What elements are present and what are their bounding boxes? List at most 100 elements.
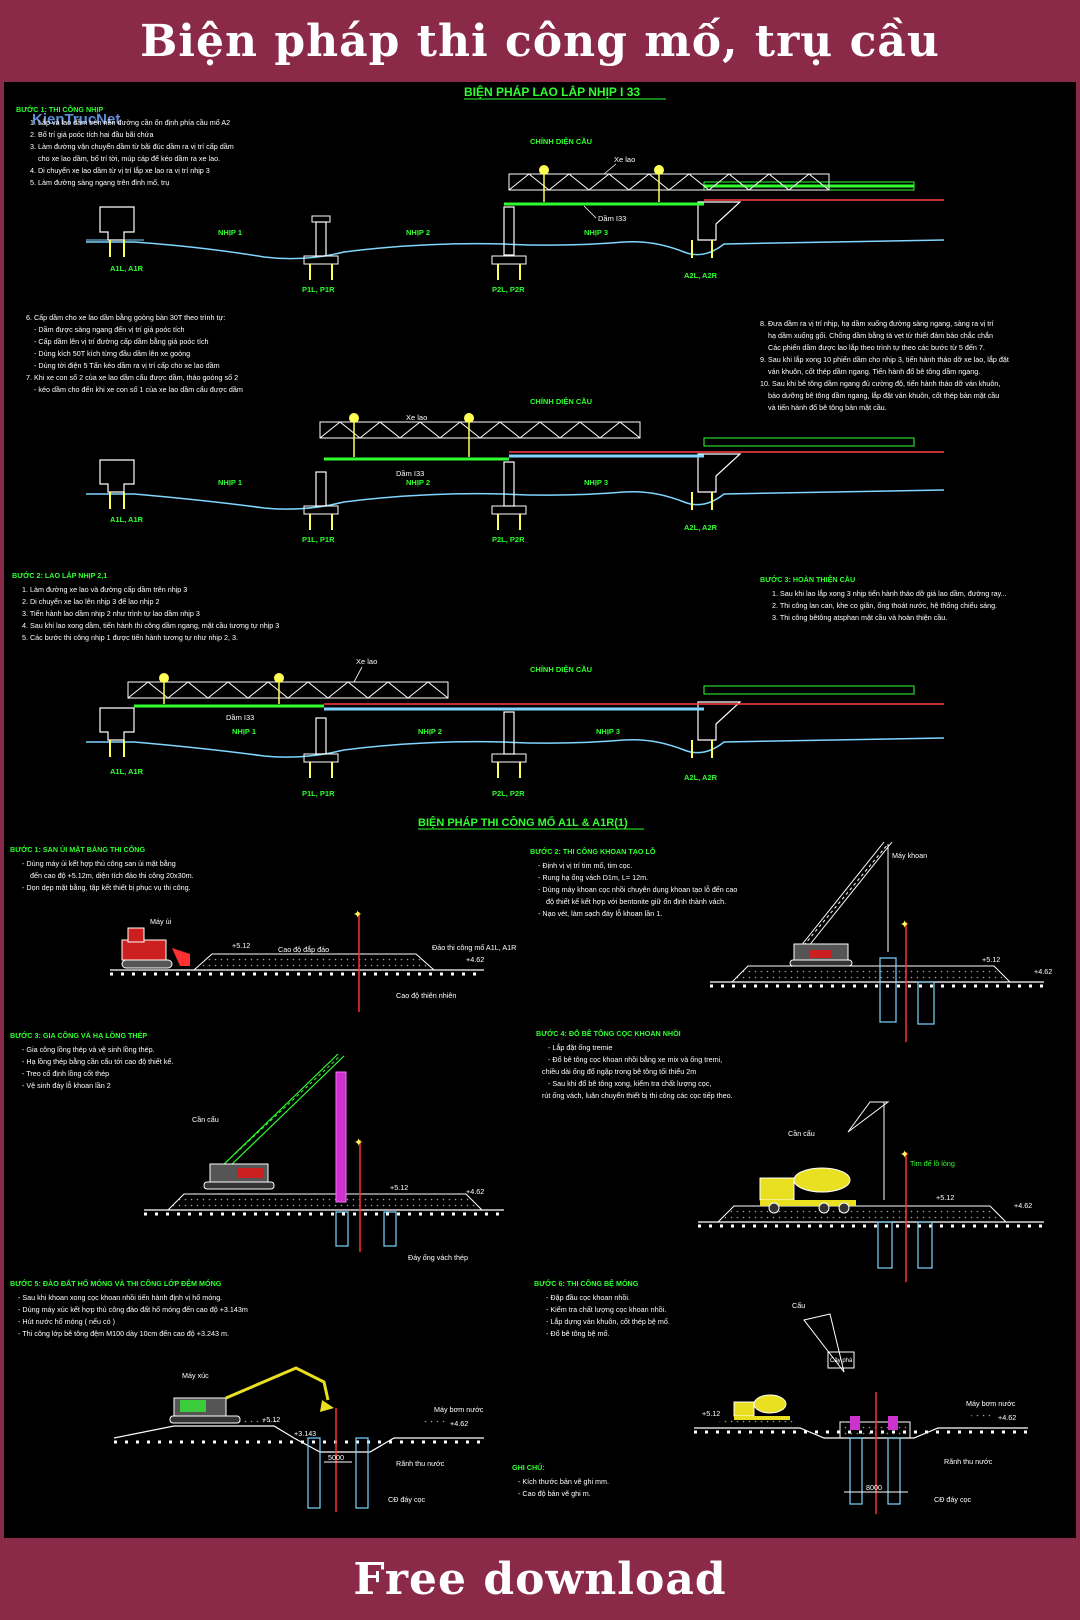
m2-heading: BƯỚC 2: THI CÔNG KHOAN TẠO LỖ [530, 847, 656, 856]
label-nhip3: NHỊP 3 [584, 478, 608, 487]
m6-line: - Đập đầu cọc khoan nhồi. [546, 1293, 630, 1302]
m1-el2: +4.62 [466, 955, 484, 964]
abutment-step-6: BƯỚC 6: THI CÔNG BỆ MÓNG - Đập đầu cọc k… [534, 1279, 1028, 1514]
m5-line: - Thi công lớp bê tông đệm M100 dày 10cm… [18, 1329, 229, 1338]
step1b-line: - kéo dầm cho đến khi xe con số 1 của xe… [34, 385, 243, 394]
m4-el2: +4.62 [1014, 1201, 1032, 1210]
label-dam: Dầm I33 [396, 469, 424, 478]
step2-line: 3. Tiến hành lao dầm nhịp 2 như trình tự… [22, 609, 200, 618]
m1-line: - Dùng máy ủi kết hợp thủ công san ủi mặ… [22, 859, 176, 868]
watermark: KienTrucNet [32, 111, 120, 128]
m2-line: - Định vị vị trí tim mố, tim cọc. [538, 861, 632, 870]
m3-day-ong: Đáy ống vách thép [408, 1253, 468, 1262]
m6-line: - Kiểm tra chất lượng cọc khoan nhồi. [546, 1305, 666, 1314]
step1-line: 4. Di chuyển xe lao dầm từ vị trí lắp xe… [30, 166, 210, 175]
elevation-label: CHÍNH DIỆN CẦU [530, 396, 592, 406]
note-line: - Kích thước bản vẽ ghi mm. [518, 1477, 609, 1486]
m3-line: - Hạ lồng thép bằng cần cẩu tới cao độ t… [22, 1057, 173, 1066]
label-nhip2: NHỊP 2 [418, 727, 442, 736]
label-nhip2: NHỊP 2 [406, 478, 430, 487]
label-p2: P2L, P2R [492, 535, 525, 544]
label-a1: A1L, A1R [110, 264, 144, 273]
step1b-line: 7. Khi xe con số 2 của xe lao dầm cẩu đư… [26, 373, 238, 382]
svg-text:✦: ✦ [900, 919, 909, 931]
step1b-line: 6. Cấp dầm cho xe lao dầm bằng goòng bàn… [26, 313, 225, 322]
m5-ranh: Rãnh thu nước [396, 1459, 445, 1468]
sheet-title: BIỆN PHÁP LAO LẮP NHỊP I 33 [464, 84, 640, 99]
step1-line: 2. Bố trí giá poóc tích hai đầu bãi chứa [30, 130, 153, 139]
bridge-elevation-1: CHÍNH DIỆN CẦU A1L, A1R P1L, P1R P2L, P2… [86, 136, 945, 294]
m4-can-cau: Cần cẩu [788, 1129, 815, 1138]
step1b-line: - Dùng tời điện 5 Tấn kéo dầm ra vị trí … [34, 361, 220, 370]
bridge-elevation-2: CHÍNH DIỆN CẦU A1L, A1R P1L, P1R P2L, P2… [86, 396, 945, 544]
m4-line: - Sau khi đổ bê tông xong, kiểm tra chất… [548, 1079, 711, 1088]
m5-line: - Hút nước hố móng ( nếu có ) [18, 1317, 115, 1326]
label-a1: A1L, A1R [110, 515, 144, 524]
label-nhip2: NHỊP 2 [406, 228, 430, 237]
label-nhip3: NHỊP 3 [584, 228, 608, 237]
m2-el1: +5.12 [982, 955, 1000, 964]
step1-line: 3. Làm đường vận chuyển dầm từ bãi đúc d… [30, 142, 234, 151]
m4-line: - Đổ bê tông cọc khoan nhồi bằng xe mix … [548, 1055, 722, 1064]
label-nhip1: NHỊP 1 [218, 228, 242, 237]
title-banner: Biện pháp thi công mố, trụ cầu [0, 0, 1080, 82]
note-heading: GHI CHÚ: [512, 1463, 545, 1472]
step1-line: 5. Làm đường sàng ngang trên đỉnh mố, tr… [30, 178, 169, 187]
m5-cd: CĐ đáy cọc [388, 1495, 426, 1504]
step2-line: 2. Di chuyển xe lao lên nhịp 3 để lao nh… [22, 597, 159, 606]
m2-line: - Dùng máy khoan cọc nhồi chuyên dụng kh… [538, 885, 737, 894]
m6-can-cau: Cẩu [792, 1301, 805, 1310]
m1-line: - Dọn dẹp mặt bằng, tập kết thiết bị phụ… [22, 883, 191, 892]
m4-el1: +5.12 [936, 1193, 954, 1202]
label-p2: P2L, P2R [492, 285, 525, 294]
step1-heading: BƯỚC 1: THI CÔNG NHỊP [16, 105, 103, 114]
m5-el3: +3.143 [294, 1429, 316, 1438]
step1-line: cho xe lao dầm, bố trí tời, múp cáp để k… [38, 154, 220, 163]
step1b-line: - Dùng kích 50T kích từng đầu dầm lên xe… [34, 349, 190, 358]
footer-banner: Free download [0, 1538, 1080, 1620]
step1c-line: Các phiến dầm được lao lắp theo trình tự… [768, 343, 985, 352]
m5-el1: +5.12 [262, 1415, 280, 1424]
label-nhip3: NHỊP 3 [596, 727, 620, 736]
step1-line: 1. Lắp và lao dầm trên nền đường cần ổn … [30, 118, 230, 127]
note-line: - Cao độ bản vẽ ghi m. [518, 1489, 591, 1498]
svg-text:✦: ✦ [353, 909, 362, 921]
step2-line: 4. Sau khi lao xong dầm, tiến hành thi c… [22, 621, 279, 630]
step1c-line: hạ dầm xuống gối. Chống dầm bằng tà vẹt … [768, 331, 993, 340]
m3-el2: +4.62 [466, 1187, 484, 1196]
abutment-step-5: BƯỚC 5: ĐÀO ĐẤT HỐ MÓNG VÀ THI CÔNG LỚP … [10, 1278, 484, 1512]
step1b-line: - Dầm được sàng ngang đến vị trí giá poó… [34, 325, 185, 334]
m1-cao-do-tn: Cao độ thiên nhiên [396, 991, 456, 1000]
cad-drawing-sheet: KienTrucNet BIỆN PHÁP LAO LẮP NHỊP I 33 … [0, 82, 1080, 1538]
section2-title: BIỆN PHÁP THI CÔNG MỐ A1L & A1R(1) [418, 815, 628, 829]
m5-may-xuc: Máy xúc [182, 1371, 209, 1380]
label-a2: A2L, A2R [684, 271, 718, 280]
m4-line: chiều dài ống đổ ngập trong bê tông tối … [542, 1067, 696, 1076]
m3-can-cau: Cần cẩu [192, 1115, 219, 1124]
label-xe-lao: Xe lao [356, 657, 377, 666]
m6-el1: +5.12 [702, 1409, 720, 1418]
step1c-line: 10. Sau khi bê tông dầm ngang đủ cường đ… [760, 379, 1000, 388]
m5-may-bom: Máy bơm nước [434, 1405, 484, 1414]
m6-line: - Đổ bê tông bệ mố. [546, 1329, 610, 1338]
label-xe-lao: Xe lao [406, 413, 427, 422]
step1c-line: 8. Đưa dầm ra vị trí nhịp, hạ dầm xuống … [760, 319, 994, 328]
m6-el2: +4.62 [998, 1413, 1016, 1422]
m6-ranh: Rãnh thu nước [944, 1457, 993, 1466]
step2-heading: BƯỚC 2: LAO LẮP NHỊP 2,1 [12, 571, 107, 580]
label-p1: P1L, P1R [302, 789, 335, 798]
m4-line: - Lắp đặt ống tremie [548, 1043, 612, 1052]
svg-text:✦: ✦ [900, 1149, 909, 1161]
m5-dim: 5000 [328, 1453, 344, 1462]
step3-heading: BƯỚC 3: HOÀN THIỆN CẦU [760, 574, 855, 584]
m2-line: độ thiết kế kết hợp với bentonite giữ ổn… [546, 897, 726, 906]
step2-line: 5. Các bước thi công nhịp 1 được tiến hà… [22, 633, 238, 642]
label-dam: Dầm I33 [226, 713, 254, 722]
elevation-label: CHÍNH DIỆN CẦU [530, 136, 592, 146]
step1c-line: bảo dưỡng bê tông dầm ngang, lắp đặt ván… [768, 391, 999, 400]
label-p2: P2L, P2R [492, 789, 525, 798]
m1-heading: BƯỚC 1: SAN ỦI MẶT BẰNG THI CÔNG [10, 845, 145, 854]
footer-text: Free download [353, 1553, 727, 1605]
step3-line: 1. Sau khi lao lắp xong 3 nhịp tiến hành… [772, 589, 1007, 598]
m1-dao-thi-cong: Đảo thi công mố A1L, A1R [432, 943, 516, 952]
